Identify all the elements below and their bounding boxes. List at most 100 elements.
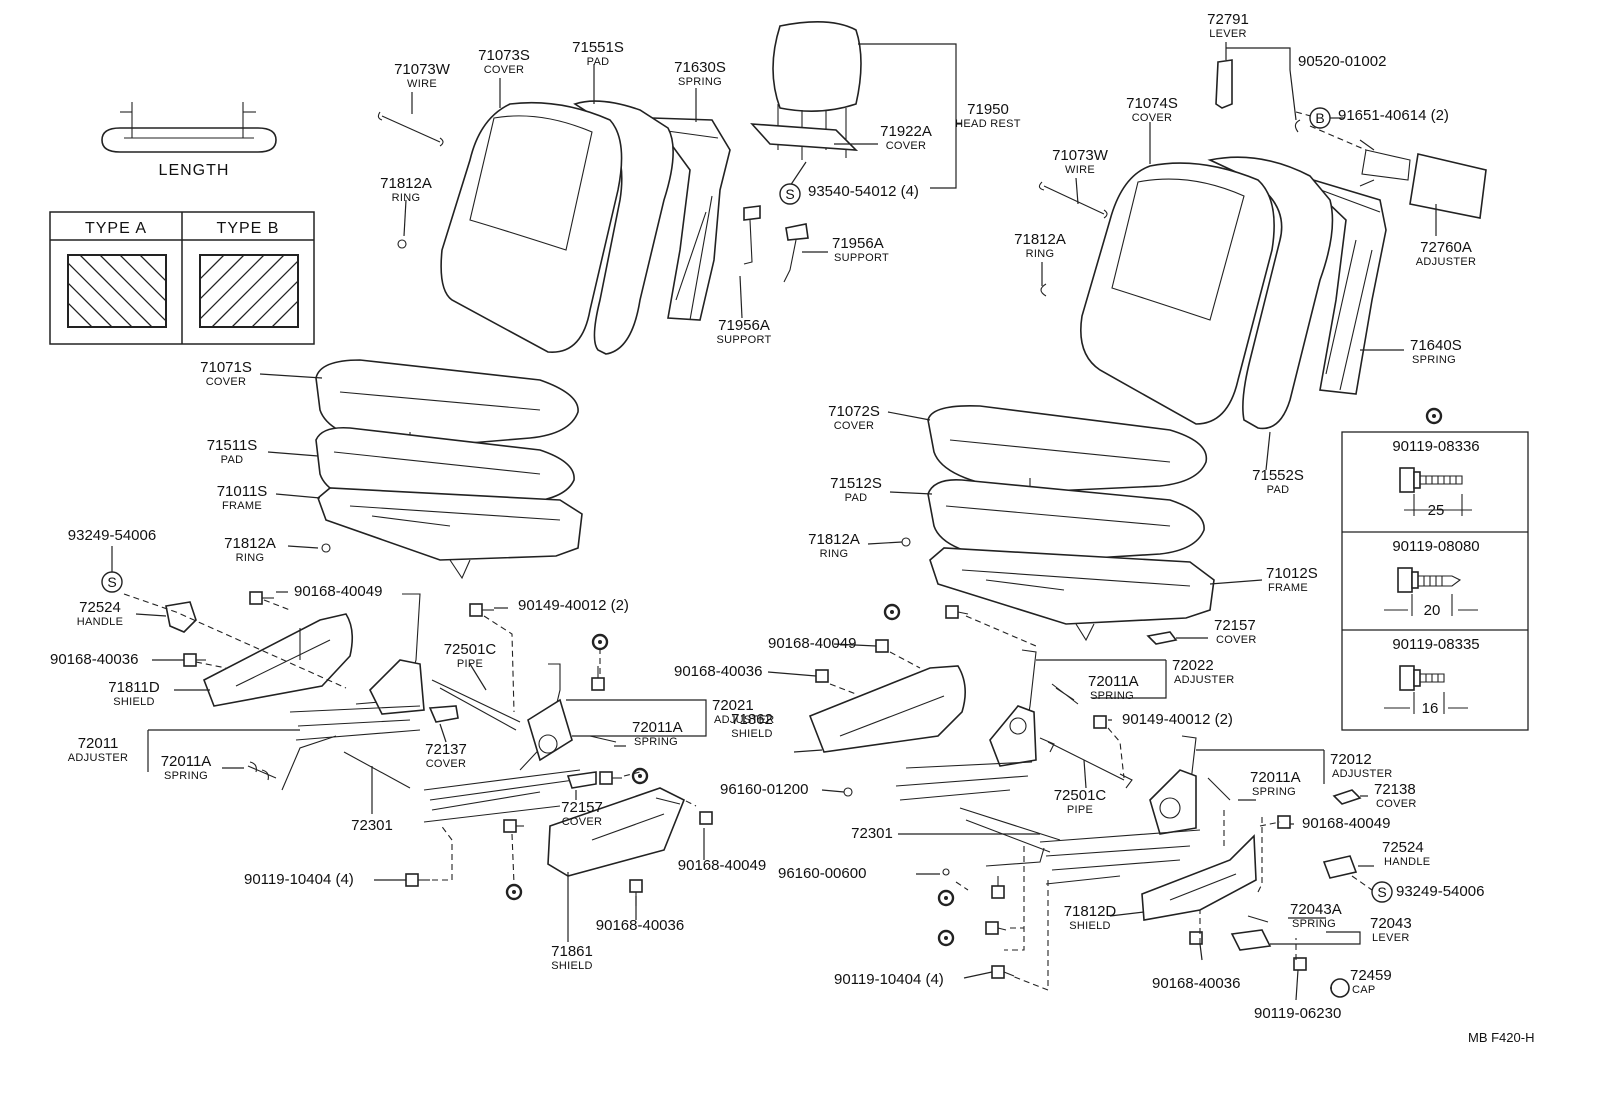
right-bolt-7 <box>985 921 1007 935</box>
right-seatback-pad <box>1207 156 1334 430</box>
part-number: 90119-10404 (4) <box>834 971 944 988</box>
callout-c59: 90168-40049 <box>1302 815 1390 832</box>
part-number: 71922A <box>880 123 932 140</box>
right-cushion-cover <box>927 404 1208 493</box>
part-name: SUPPORT <box>834 252 889 264</box>
part-name: COVER <box>426 758 467 770</box>
left-bolt-3 <box>469 603 494 617</box>
type-a-swatch <box>67 254 167 328</box>
right-cap-72459 <box>1330 978 1350 998</box>
right-seatback-cover <box>1080 162 1275 425</box>
part-name: PIPE <box>1067 804 1093 816</box>
part-name: COVER <box>206 376 247 388</box>
part-name: SHIELD <box>731 728 773 740</box>
part-number: 96160-01200 <box>720 781 808 798</box>
callout-c34: 90520-01002 <box>1298 53 1386 70</box>
part-name: COVER <box>834 420 875 432</box>
part-name: PIPE <box>457 658 483 670</box>
part-name: WIRE <box>407 78 437 90</box>
svg-text:B: B <box>1315 110 1324 126</box>
s-symbol-icon: S <box>779 183 801 205</box>
part-number: 93249-54006 <box>68 527 156 544</box>
part-number: 72021 <box>712 697 754 714</box>
bolt-length-table: 90119-08336 25 90119-08080 20 90119-0833… <box>1341 431 1529 731</box>
svg-text:S: S <box>107 574 116 590</box>
svg-text:S: S <box>1377 884 1386 900</box>
part-number: 71812A <box>224 535 276 552</box>
part-number: 90168-40036 <box>50 651 138 668</box>
left-seatback-assembly <box>377 100 731 355</box>
part-number: 71956A <box>718 317 770 334</box>
part-number: 72022 <box>1172 657 1214 674</box>
part-number: 90168-40036 <box>674 663 762 680</box>
right-bolt-10 <box>1293 957 1307 971</box>
callout-c58: 72301 <box>851 825 893 842</box>
left-pipe-72501c <box>439 687 517 731</box>
part-number: 90149-40012 (2) <box>1122 711 1233 728</box>
right-bolt-9 <box>1189 931 1203 945</box>
left-seatback-spring-frame <box>650 117 731 321</box>
right-seatback-assembly <box>1038 59 1487 430</box>
part-number: 72501C <box>444 641 497 658</box>
part-number: 91651-40614 (2) <box>1338 107 1449 124</box>
part-number: 72501C <box>1054 787 1107 804</box>
callout-c51: 90149-40012 (2) <box>1122 711 1233 728</box>
symbols: S S S B <box>101 107 1443 947</box>
callout-c08: 93540-54012 (4) <box>808 183 919 200</box>
right-lever-72791 <box>1215 59 1233 109</box>
right-cushion-frame <box>929 547 1215 625</box>
right-adjuster-parts <box>808 631 1362 998</box>
part-number: 90168-40049 <box>678 857 766 874</box>
part-number: 71811D <box>108 679 160 696</box>
left-handle-part <box>165 601 197 633</box>
part-name: SHIELD <box>113 696 155 708</box>
part-name: PAD <box>221 454 244 466</box>
nut-symbol-icon <box>937 929 955 947</box>
right-pipe-72501c <box>1047 741 1125 781</box>
part-name: FRAME <box>222 500 262 512</box>
bolt-row-3-number: 90119-08335 <box>1392 636 1479 653</box>
part-name: SPRING <box>1090 690 1134 702</box>
type-legend-table: TYPE A TYPE B <box>49 211 315 345</box>
part-name: SPRING <box>1252 786 1296 798</box>
left-shield-71811d <box>202 613 354 707</box>
part-name: PAD <box>587 56 610 68</box>
part-number: 72137 <box>425 741 467 758</box>
part-number: 71073W <box>1052 147 1109 164</box>
dashed-assembly-lines <box>123 111 1373 991</box>
nut-symbol-icon <box>631 767 649 785</box>
part-number: 72157 <box>561 799 603 816</box>
part-number: 71512S <box>830 475 882 492</box>
callout-c35: 91651-40614 (2) <box>1338 107 1449 124</box>
part-name: ADJUSTER <box>68 752 128 764</box>
right-bolt-3 <box>815 669 829 683</box>
part-number: 72157 <box>1214 617 1256 634</box>
part-number: 71812D <box>1064 903 1117 920</box>
part-number: 71552S <box>1252 467 1304 484</box>
left-bolt-5 <box>599 771 622 785</box>
part-number: 71511S <box>207 437 258 454</box>
part-number: 71551S <box>572 39 624 56</box>
bolt-icon <box>1384 665 1468 714</box>
part-name: COVER <box>1216 634 1257 646</box>
